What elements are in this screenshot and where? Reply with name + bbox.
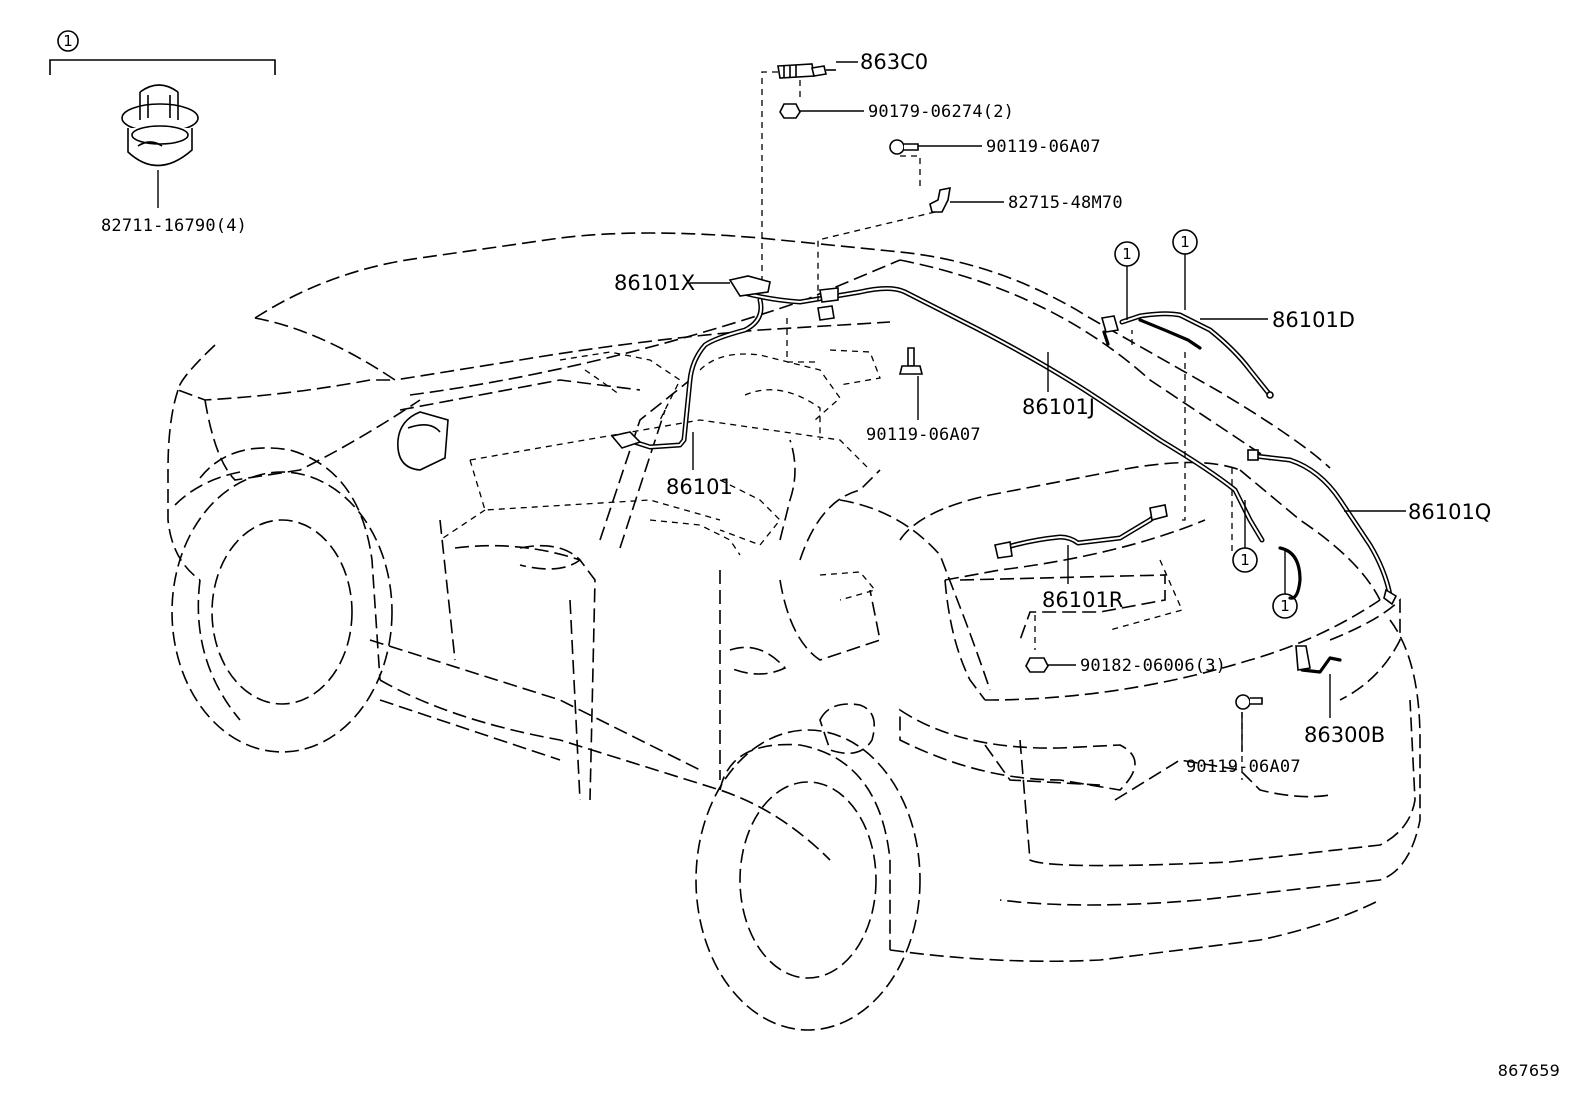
part-86300B-bracket	[1295, 645, 1342, 674]
callout-marker-d: 1	[1272, 548, 1298, 619]
wire-86101D	[1100, 311, 1274, 399]
part-label-90182: 90182-06006(3)	[1080, 656, 1226, 676]
part-863C0-sensor-icon	[777, 63, 836, 79]
part-label-82715: 82715-48M70	[1008, 193, 1123, 213]
callout-marker-b: 1	[1172, 229, 1198, 310]
callout-marker-c-text: 1	[1240, 551, 1250, 569]
wire-86101Q	[1247, 449, 1398, 606]
clip-group-bracket	[49, 59, 276, 75]
callout-marker-a: 1	[1114, 241, 1140, 320]
callout-marker-c: 1	[1232, 500, 1258, 573]
part-label-86300B: 86300B	[1304, 723, 1385, 747]
part-label-86101J: 86101J	[1022, 395, 1095, 419]
vehicle-outline	[167, 232, 1421, 1031]
part-label-90179: 90179-06274(2)	[868, 102, 1014, 122]
part-label-90119-mid: 90119-06A07	[866, 425, 981, 445]
callout-marker-a-text: 1	[1122, 245, 1132, 263]
part-label-86101D: 86101D	[1272, 308, 1355, 332]
wire-86101R	[994, 504, 1168, 559]
clip-group-marker-circle	[57, 30, 79, 52]
locator-lines	[761, 71, 1243, 780]
callout-marker-d-text: 1	[1280, 597, 1290, 615]
part-label-863C0: 863C0	[860, 50, 928, 74]
part-callouts: 863C0 90179-06274(2) 90119-06A07 82715-4…	[614, 50, 1491, 777]
part-label-86101Q: 86101Q	[1408, 500, 1491, 524]
part-label-86101R: 86101R	[1042, 588, 1123, 612]
part-82715-clamp-icon	[929, 186, 951, 213]
part-label-82711: 82711-16790(4)	[101, 216, 247, 236]
clip-82711-icon	[121, 84, 199, 167]
callout-marker-b-text: 1	[1180, 233, 1190, 251]
wire-86101X-86101J-roof	[728, 275, 1265, 543]
part-90179-nut-icon	[779, 103, 801, 119]
part-label-86101X: 86101X	[614, 271, 695, 295]
part-90119-bolt-low-icon	[1235, 694, 1263, 710]
part-90119-bolt-mid-icon	[898, 347, 924, 375]
part-90119-bolt-top-icon	[889, 139, 919, 155]
part-90182-nut-icon	[1025, 657, 1049, 673]
clip-group: 1 82711-16790(4)	[49, 30, 276, 236]
diagram-id: 867659	[1498, 1061, 1560, 1080]
part-label-90119-top: 90119-06A07	[986, 137, 1101, 157]
part-label-86101: 86101	[666, 475, 733, 499]
part-label-90119-low: 90119-06A07	[1186, 757, 1301, 777]
wire-86101-pillar	[610, 297, 764, 450]
clip-group-marker: 1	[63, 32, 73, 50]
